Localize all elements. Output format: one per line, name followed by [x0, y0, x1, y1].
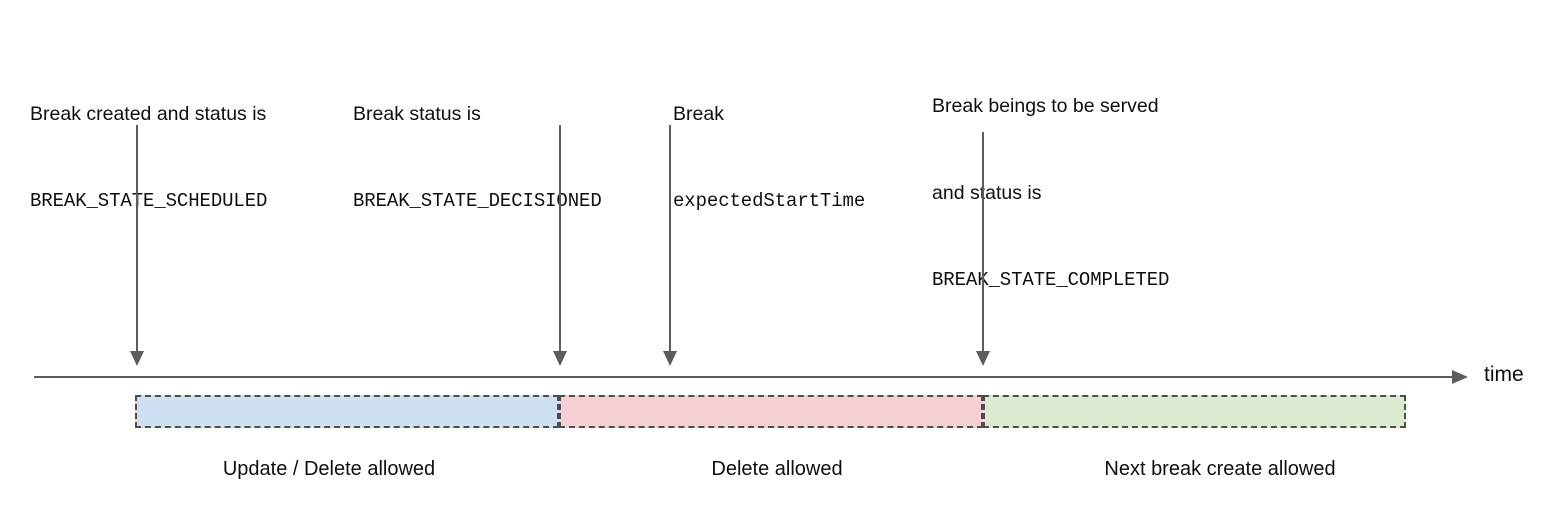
phase-caption-next-break-create: Next break create allowed [1104, 458, 1336, 480]
pointer-arrow-decisioned-icon [553, 125, 567, 366]
annotation-decisioned: Break status is BREAK_STATE_DECISIONED [353, 42, 602, 303]
annotation-line-1: Break created and status is [30, 103, 267, 125]
time-axis-line [34, 376, 1452, 378]
annotation-scheduled: Break created and status is BREAK_STATE_… [30, 42, 267, 303]
annotation-expected-start-time: Break expectedStartTime [673, 42, 865, 303]
time-axis-label: time [1484, 363, 1524, 386]
annotation-line-2: expectedStartTime [673, 190, 866, 212]
annotation-line-2: and status is [932, 182, 1042, 204]
arrow-shaft [982, 132, 984, 352]
phase-bar-next-break-create [983, 395, 1406, 428]
arrow-shaft [136, 125, 138, 352]
annotation-line-1: Break beings to be served [932, 95, 1159, 117]
annotation-completed: Break beings to be served and status is … [932, 34, 1169, 353]
annotation-line-1: Break status is [353, 103, 481, 125]
phase-bar-update-delete [135, 395, 559, 428]
annotation-line-3: BREAK_STATE_COMPLETED [932, 269, 1170, 291]
arrow-head-right-icon [1452, 369, 1468, 384]
arrow-shaft [669, 125, 671, 352]
arrow-shaft [559, 125, 561, 352]
annotation-line-1: Break [673, 103, 724, 125]
arrow-head-down-icon [976, 351, 990, 366]
annotation-line-2: BREAK_STATE_DECISIONED [353, 190, 602, 212]
phase-caption-delete: Delete allowed [711, 458, 843, 480]
pointer-arrow-completed-icon [976, 132, 990, 366]
pointer-arrow-scheduled-icon [130, 125, 144, 366]
arrow-head-down-icon [130, 351, 144, 366]
pointer-arrow-expected-start-time-icon [663, 125, 677, 366]
arrow-head-down-icon [663, 351, 677, 366]
phase-caption-update-delete: Update / Delete allowed [222, 458, 436, 480]
annotation-line-2: BREAK_STATE_SCHEDULED [30, 190, 268, 212]
arrow-head-down-icon [553, 351, 567, 366]
phase-bar-delete [559, 395, 983, 428]
